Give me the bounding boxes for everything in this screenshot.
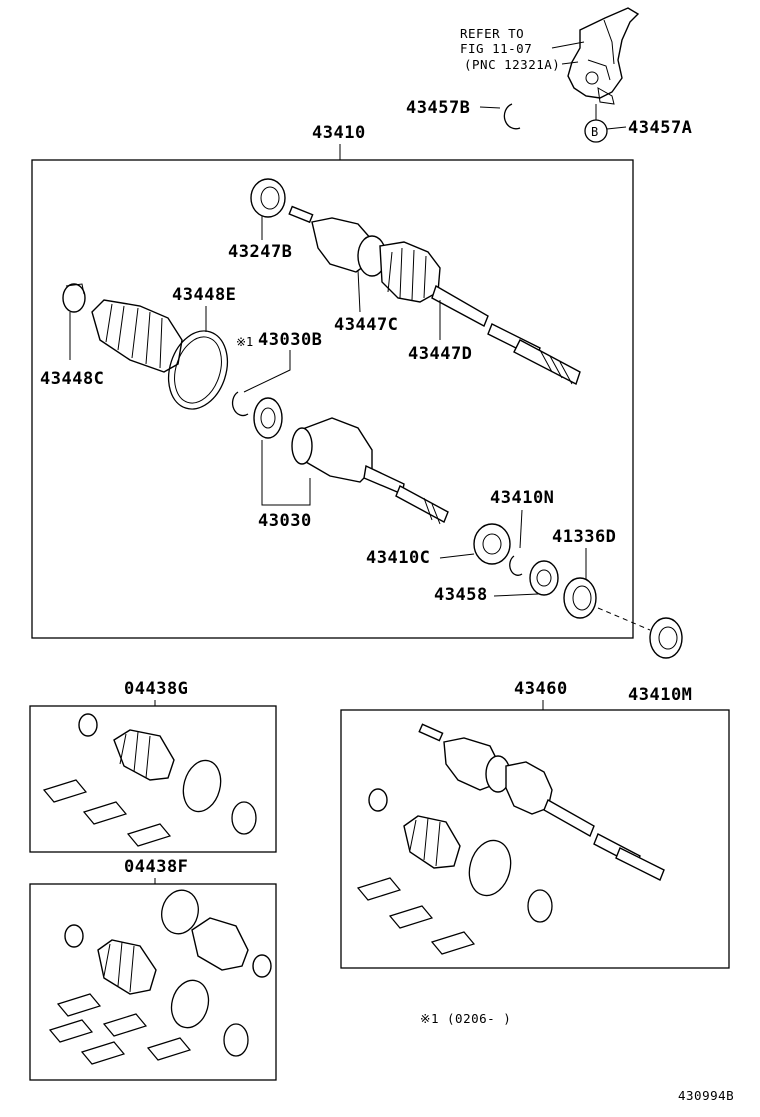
assembly-43460-contents xyxy=(356,723,665,955)
assembly-43410-frame xyxy=(31,159,634,639)
label-43410C: 43410C xyxy=(366,548,430,568)
bearing-43458 xyxy=(529,560,559,596)
note-mark-43030B: ※1 xyxy=(236,335,253,349)
knuckle-bracket-drawing xyxy=(567,7,640,105)
label-43410M: 43410M xyxy=(628,685,692,705)
label-04438F: 04438F xyxy=(124,857,188,877)
label-43247B: 43247B xyxy=(228,242,292,262)
label-43030B: 43030B xyxy=(258,330,322,350)
label-43410: 43410 xyxy=(312,123,366,143)
assembly-43460-frame xyxy=(340,709,730,969)
seal-43410M xyxy=(649,617,683,659)
seal-41336D xyxy=(563,577,597,619)
callout-b-letter: B xyxy=(591,125,598,139)
snap-ring-43457B xyxy=(503,103,521,130)
label-43457A: 43457A xyxy=(628,118,692,138)
clamp-43448C xyxy=(62,283,86,313)
kit-04438G-contents xyxy=(42,713,257,847)
footnote: ※1 (0206- ) xyxy=(420,1011,511,1026)
outboard-joint-drawing xyxy=(288,205,581,385)
label-43457B: 43457B xyxy=(406,98,470,118)
label-43458: 43458 xyxy=(434,585,488,605)
ref-line-2: FIG 11-07 xyxy=(460,41,532,56)
label-43448C: 43448C xyxy=(40,369,104,389)
inboard-joint-drawing xyxy=(253,397,449,525)
label-43460: 43460 xyxy=(514,679,568,699)
label-43447D: 43447D xyxy=(408,344,472,364)
label-43448E: 43448E xyxy=(172,285,236,305)
label-43410N: 43410N xyxy=(490,488,554,508)
dust-seal-43247B xyxy=(250,178,286,218)
snap-ring-43030B xyxy=(231,391,249,417)
bearing-43410C xyxy=(473,523,511,565)
label-43030: 43030 xyxy=(258,511,312,531)
kit-04438F-frame xyxy=(29,883,277,1081)
snap-ring-43410N xyxy=(509,555,523,576)
kit-04438F-contents xyxy=(48,889,272,1065)
kit-04438G-frame xyxy=(29,705,277,853)
label-43447C: 43447C xyxy=(334,315,398,335)
ref-line-1: REFER TO xyxy=(460,26,524,41)
ref-line-3: (PNC 12321A) xyxy=(464,57,560,72)
label-41336D: 41336D xyxy=(552,527,616,547)
band-43448E xyxy=(167,330,229,410)
diagram-id: 430994B xyxy=(678,1088,734,1103)
label-04438G: 04438G xyxy=(124,679,188,699)
boot-drawing xyxy=(91,299,183,373)
